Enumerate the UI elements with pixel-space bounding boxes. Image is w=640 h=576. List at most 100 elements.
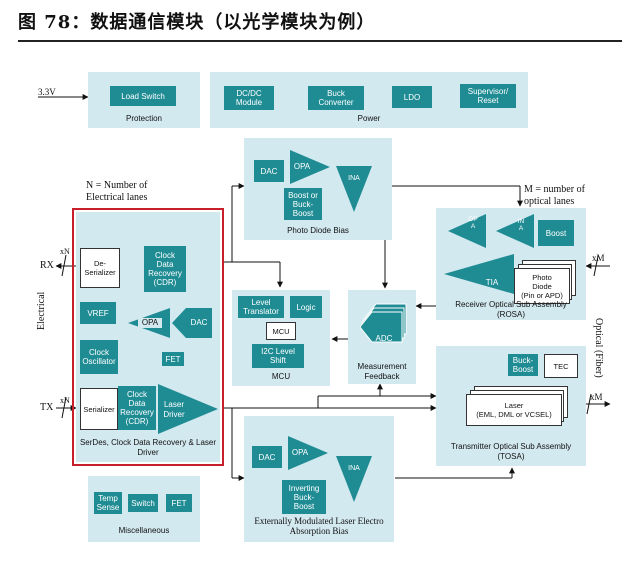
rosa-pd-line2: Diode xyxy=(532,281,552,291)
tosa-bb-line1: Buck- xyxy=(512,356,534,365)
mcu-title: MCU xyxy=(271,372,291,381)
load-switch-block: Load Switch xyxy=(110,86,176,106)
rx-label: RX xyxy=(40,260,54,271)
eml-title-line1: Externally Modulated Laser Electro xyxy=(254,516,384,526)
pd-boost-line3: Boost xyxy=(292,208,314,218)
cdr-tx-line4: (CDR) xyxy=(125,417,149,426)
misc-title: Miscellaneous xyxy=(118,526,170,535)
misc-fet-block: FET xyxy=(166,494,192,512)
pd-boost-line1: Boost or xyxy=(288,190,318,200)
rx-xn-label: xN xyxy=(60,247,70,256)
n-lanes-label: N = Number of Electrical lanes xyxy=(86,180,147,204)
cdr-rx-line3: Recovery xyxy=(148,269,182,278)
rosa-tia-amplifier xyxy=(444,254,514,294)
eml-opa-label: OPA xyxy=(291,448,309,457)
deserializer-block: De- Serializer xyxy=(80,248,120,288)
supervisor-line2: Reset xyxy=(477,96,499,105)
rosa-photodiode-block: Photo Diode (Pin or APD) xyxy=(514,268,570,304)
measurement-feedback-panel: ADC Measurement Feedback xyxy=(348,290,416,384)
dcdc-module-block: DC/DC Module xyxy=(224,86,274,110)
optical-word: Optical xyxy=(593,318,604,348)
buck-line1: Buck xyxy=(327,89,345,98)
fiber-in-xm-label: xM xyxy=(592,253,605,263)
serdes-dac-shape xyxy=(172,308,212,338)
eml-bias-panel: DAC OPA Inverting Buck- Boost INA Extern… xyxy=(244,416,394,542)
rosa-title-line2: (ROSA) xyxy=(497,310,525,319)
measurement-line2: Feedback xyxy=(364,372,400,381)
serdes-frame xyxy=(72,208,224,466)
electrical-side-label: Electrical xyxy=(36,291,47,330)
dcdc-line1: DC/DC xyxy=(236,89,262,98)
logic-block: Logic xyxy=(290,296,322,318)
buck-line2: Converter xyxy=(318,98,354,107)
tosa-buck-boost-block: Buck- Boost xyxy=(508,354,538,376)
laser-line1: Laser xyxy=(504,401,524,410)
power-title: Power xyxy=(357,114,381,123)
serdes-opa-label: OPA xyxy=(138,318,162,328)
cdr-tx-block: Clock Data Recovery (CDR) xyxy=(118,386,156,430)
dcdc-line2: Module xyxy=(235,98,263,107)
optical-side-label: Optical (Fiber) xyxy=(592,318,604,378)
cdr-tx-line1: Clock xyxy=(126,390,147,399)
cdr-rx-line1: Clock xyxy=(154,251,175,260)
cdr-rx-line2: Data xyxy=(156,260,174,269)
m-lanes-label: M = number of optical lanes xyxy=(524,184,585,208)
eml-ina-amplifier xyxy=(336,456,372,502)
supervisor-reset-block: Supervisor/ Reset xyxy=(460,84,516,108)
i2c-line2: Shift xyxy=(269,356,286,365)
serdes-title-line2: Driver xyxy=(137,448,159,457)
pd-bias-title: Photo Diode Bias xyxy=(287,226,349,235)
eml-title: Externally Modulated Laser Electro Absor… xyxy=(244,516,394,536)
fiber-out-xm-label: xM xyxy=(590,392,603,402)
fiber-word: (Fiber) xyxy=(593,349,604,378)
tosa-title: Transmitter Optical Sub Assembly (TOSA) xyxy=(436,442,586,462)
laser-block: Laser (EML, DML or VCSEL) xyxy=(466,394,562,426)
clock-osc-line2: Oscillator xyxy=(82,357,116,366)
m-lanes-line2: optical lanes xyxy=(524,196,575,207)
eml-inv-line3: Boost xyxy=(293,501,315,511)
tec-block: TEC xyxy=(544,354,578,378)
eml-title-line2: Absorption Bias xyxy=(289,526,349,536)
laser-driver-label: Laser Driver xyxy=(160,400,188,420)
rosa-ina-label: INA xyxy=(517,218,525,232)
ldo-block: LDO xyxy=(392,86,432,108)
level-translator-block: Level Translator xyxy=(238,296,284,318)
i2c-line1: I2C Level xyxy=(261,347,295,356)
rosa-pd-line3: (Pin or APD) xyxy=(521,290,563,300)
rosa-opa-amplifier xyxy=(448,214,486,248)
serdes-title: SerDes, Clock Data Recovery & Laser Driv… xyxy=(76,438,220,458)
rosa-ina-amplifier xyxy=(496,214,534,248)
serdes-fet-block: FET xyxy=(162,352,184,366)
cdr-rx-line4: (CDR) xyxy=(153,278,177,287)
rosa-tia-label: TIA xyxy=(485,278,499,287)
cdr-tx-line2: Data xyxy=(128,399,146,408)
eml-opa-amplifier xyxy=(288,436,328,470)
mcu-chip-block: MCU xyxy=(266,322,296,340)
i2c-level-shift-block: I2C Level Shift xyxy=(252,344,304,368)
cdr-tx-line3: Recovery xyxy=(120,408,154,417)
level-trans-line1: Level xyxy=(251,298,271,307)
pd-boost-block: Boost or Buck- Boost xyxy=(284,188,322,220)
protection-title: Protection xyxy=(125,114,163,123)
deser-line1: De- xyxy=(93,259,107,268)
photo-diode-bias-panel: DAC OPA Boost or Buck- Boost INA Photo D… xyxy=(244,138,392,240)
clock-osc-line1: Clock xyxy=(88,348,109,357)
figure-caption: 图 78：数据通信模块（以光学模块为例） xyxy=(18,12,376,33)
n-lanes-line2: Electrical lanes xyxy=(86,192,148,203)
adc-label: ADC xyxy=(375,334,393,343)
serdes-title-line1: SerDes, Clock Data Recovery & Laser xyxy=(79,438,217,447)
deser-line2: Serializer xyxy=(84,268,116,277)
eml-ina-label: INA xyxy=(348,465,360,472)
rosa-title: Receiver Optical Sub Assembly (ROSA) xyxy=(436,300,586,320)
laser-driver-amplifier xyxy=(158,384,218,434)
protection-panel: Load Switch Protection xyxy=(88,72,200,128)
tosa-title-line1: Transmitter Optical Sub Assembly xyxy=(450,442,572,451)
serdes-dac-label: DAC xyxy=(190,318,208,327)
serdes-panel: De- Serializer Clock Data Recovery (CDR)… xyxy=(76,212,220,462)
n-lanes-line1: N = Number of xyxy=(86,180,148,191)
m-lanes-line1: M = number of xyxy=(524,184,585,195)
misc-switch-block: Switch xyxy=(128,494,158,512)
power-panel: DC/DC Module Buck Converter LDO Supervis… xyxy=(210,72,528,128)
miscellaneous-panel: Temp Sense Switch FET Miscellaneous xyxy=(88,476,200,542)
